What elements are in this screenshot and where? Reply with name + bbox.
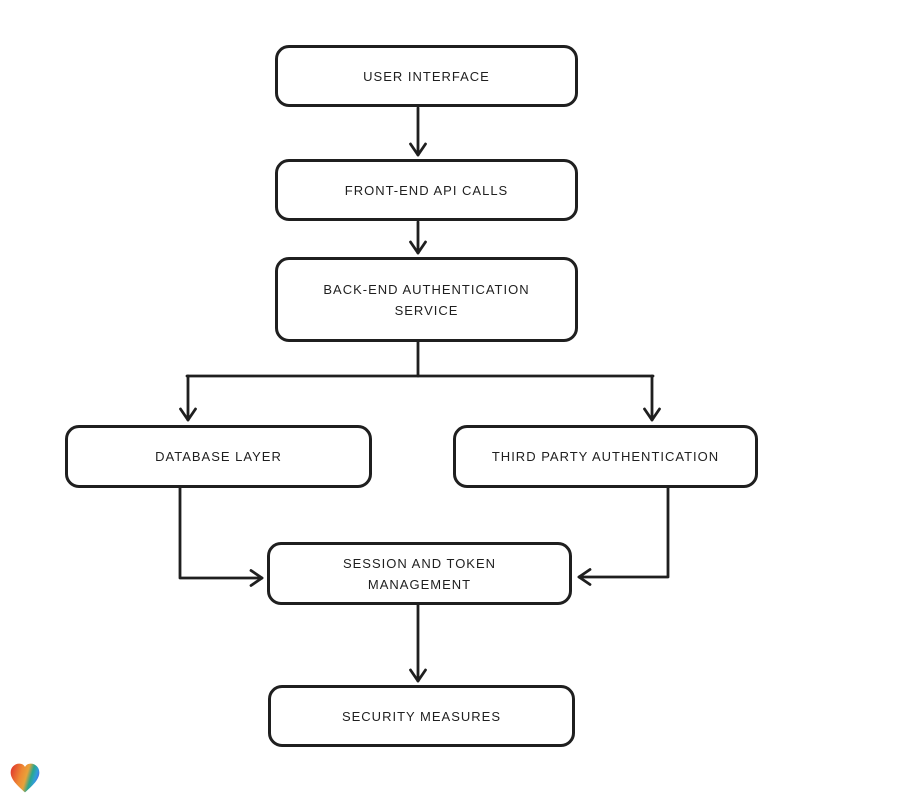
node-label: THIRD PARTY AUTHENTICATION	[491, 449, 720, 464]
node-label: FRONT-END API CALLS	[344, 182, 509, 198]
node-security-measures: SECURITY MEASURES	[268, 685, 575, 747]
node-label: SECURITY MEASURES	[341, 708, 502, 724]
node-back-end-authentication-service: BACK-END AUTHENTICATION SERVICE	[275, 257, 578, 342]
node-label: DATABASE LAYER	[155, 449, 282, 464]
node-label: USER INTERFACE	[363, 68, 490, 84]
edge-database-to-session	[178, 485, 264, 587]
node-third-party-authentication: THIRD PARTY AUTHENTICATION	[453, 425, 758, 488]
node-user-interface: USER INTERFACE	[275, 45, 578, 107]
edge-thirdparty-to-session	[577, 485, 670, 586]
node-session-and-token-management: SESSION AND TOKEN MANAGEMENT	[267, 542, 572, 605]
heart-logo	[10, 763, 40, 793]
node-label: SESSION AND TOKEN MANAGEMENT	[342, 555, 497, 592]
node-database-layer: DATABASE LAYER	[65, 425, 372, 488]
node-label: BACK-END AUTHENTICATION SERVICE	[323, 281, 530, 318]
node-front-end-api-calls: FRONT-END API CALLS	[275, 159, 578, 221]
